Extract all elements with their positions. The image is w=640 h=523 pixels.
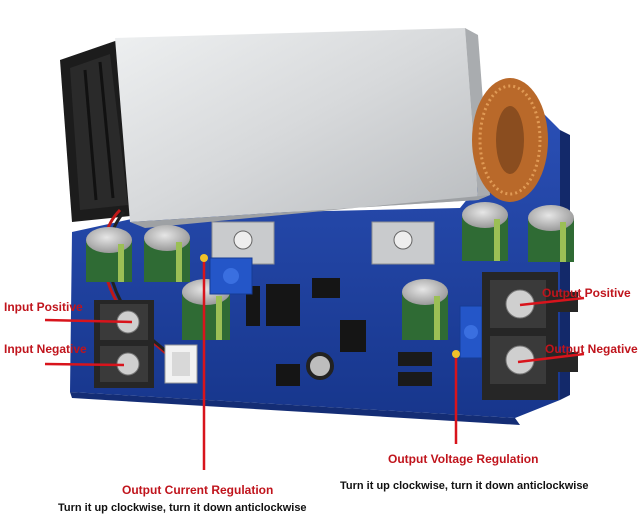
input-negative-label: Input Negative xyxy=(4,342,87,356)
input-positive-label: Input Positive xyxy=(4,300,83,314)
voltage-pot-marker xyxy=(452,350,460,358)
input-positive-leader xyxy=(44,318,133,324)
voltage-potentiometer xyxy=(459,305,483,359)
output-negative-label: Output Negative xyxy=(545,342,638,356)
output-voltage-instruction: Turn it up clockwise, turn it down antic… xyxy=(340,480,589,492)
output-terminal-block xyxy=(482,272,578,400)
output-negative-leader xyxy=(517,352,585,364)
heatsink xyxy=(115,28,490,228)
pcb-board xyxy=(70,110,570,425)
output-positive-label: Output Positive xyxy=(542,286,631,300)
ic-chips xyxy=(246,278,432,386)
inductor-coil xyxy=(472,78,548,202)
output-positive-leader xyxy=(519,296,585,307)
fan-connector xyxy=(164,344,198,384)
input-negative-leader xyxy=(44,362,125,367)
mosfet-left xyxy=(211,221,275,265)
annotation-lines xyxy=(44,258,585,470)
input-terminal-block xyxy=(94,300,154,388)
output-current-instruction: Turn it up clockwise, turn it down antic… xyxy=(58,502,307,514)
current-pot-marker xyxy=(200,254,208,262)
output-current-regulation-label: Output Current Regulation xyxy=(122,483,274,497)
output-voltage-regulation-label: Output Voltage Regulation xyxy=(388,452,539,466)
current-potentiometer xyxy=(209,257,253,295)
mosfet-right xyxy=(371,221,435,265)
